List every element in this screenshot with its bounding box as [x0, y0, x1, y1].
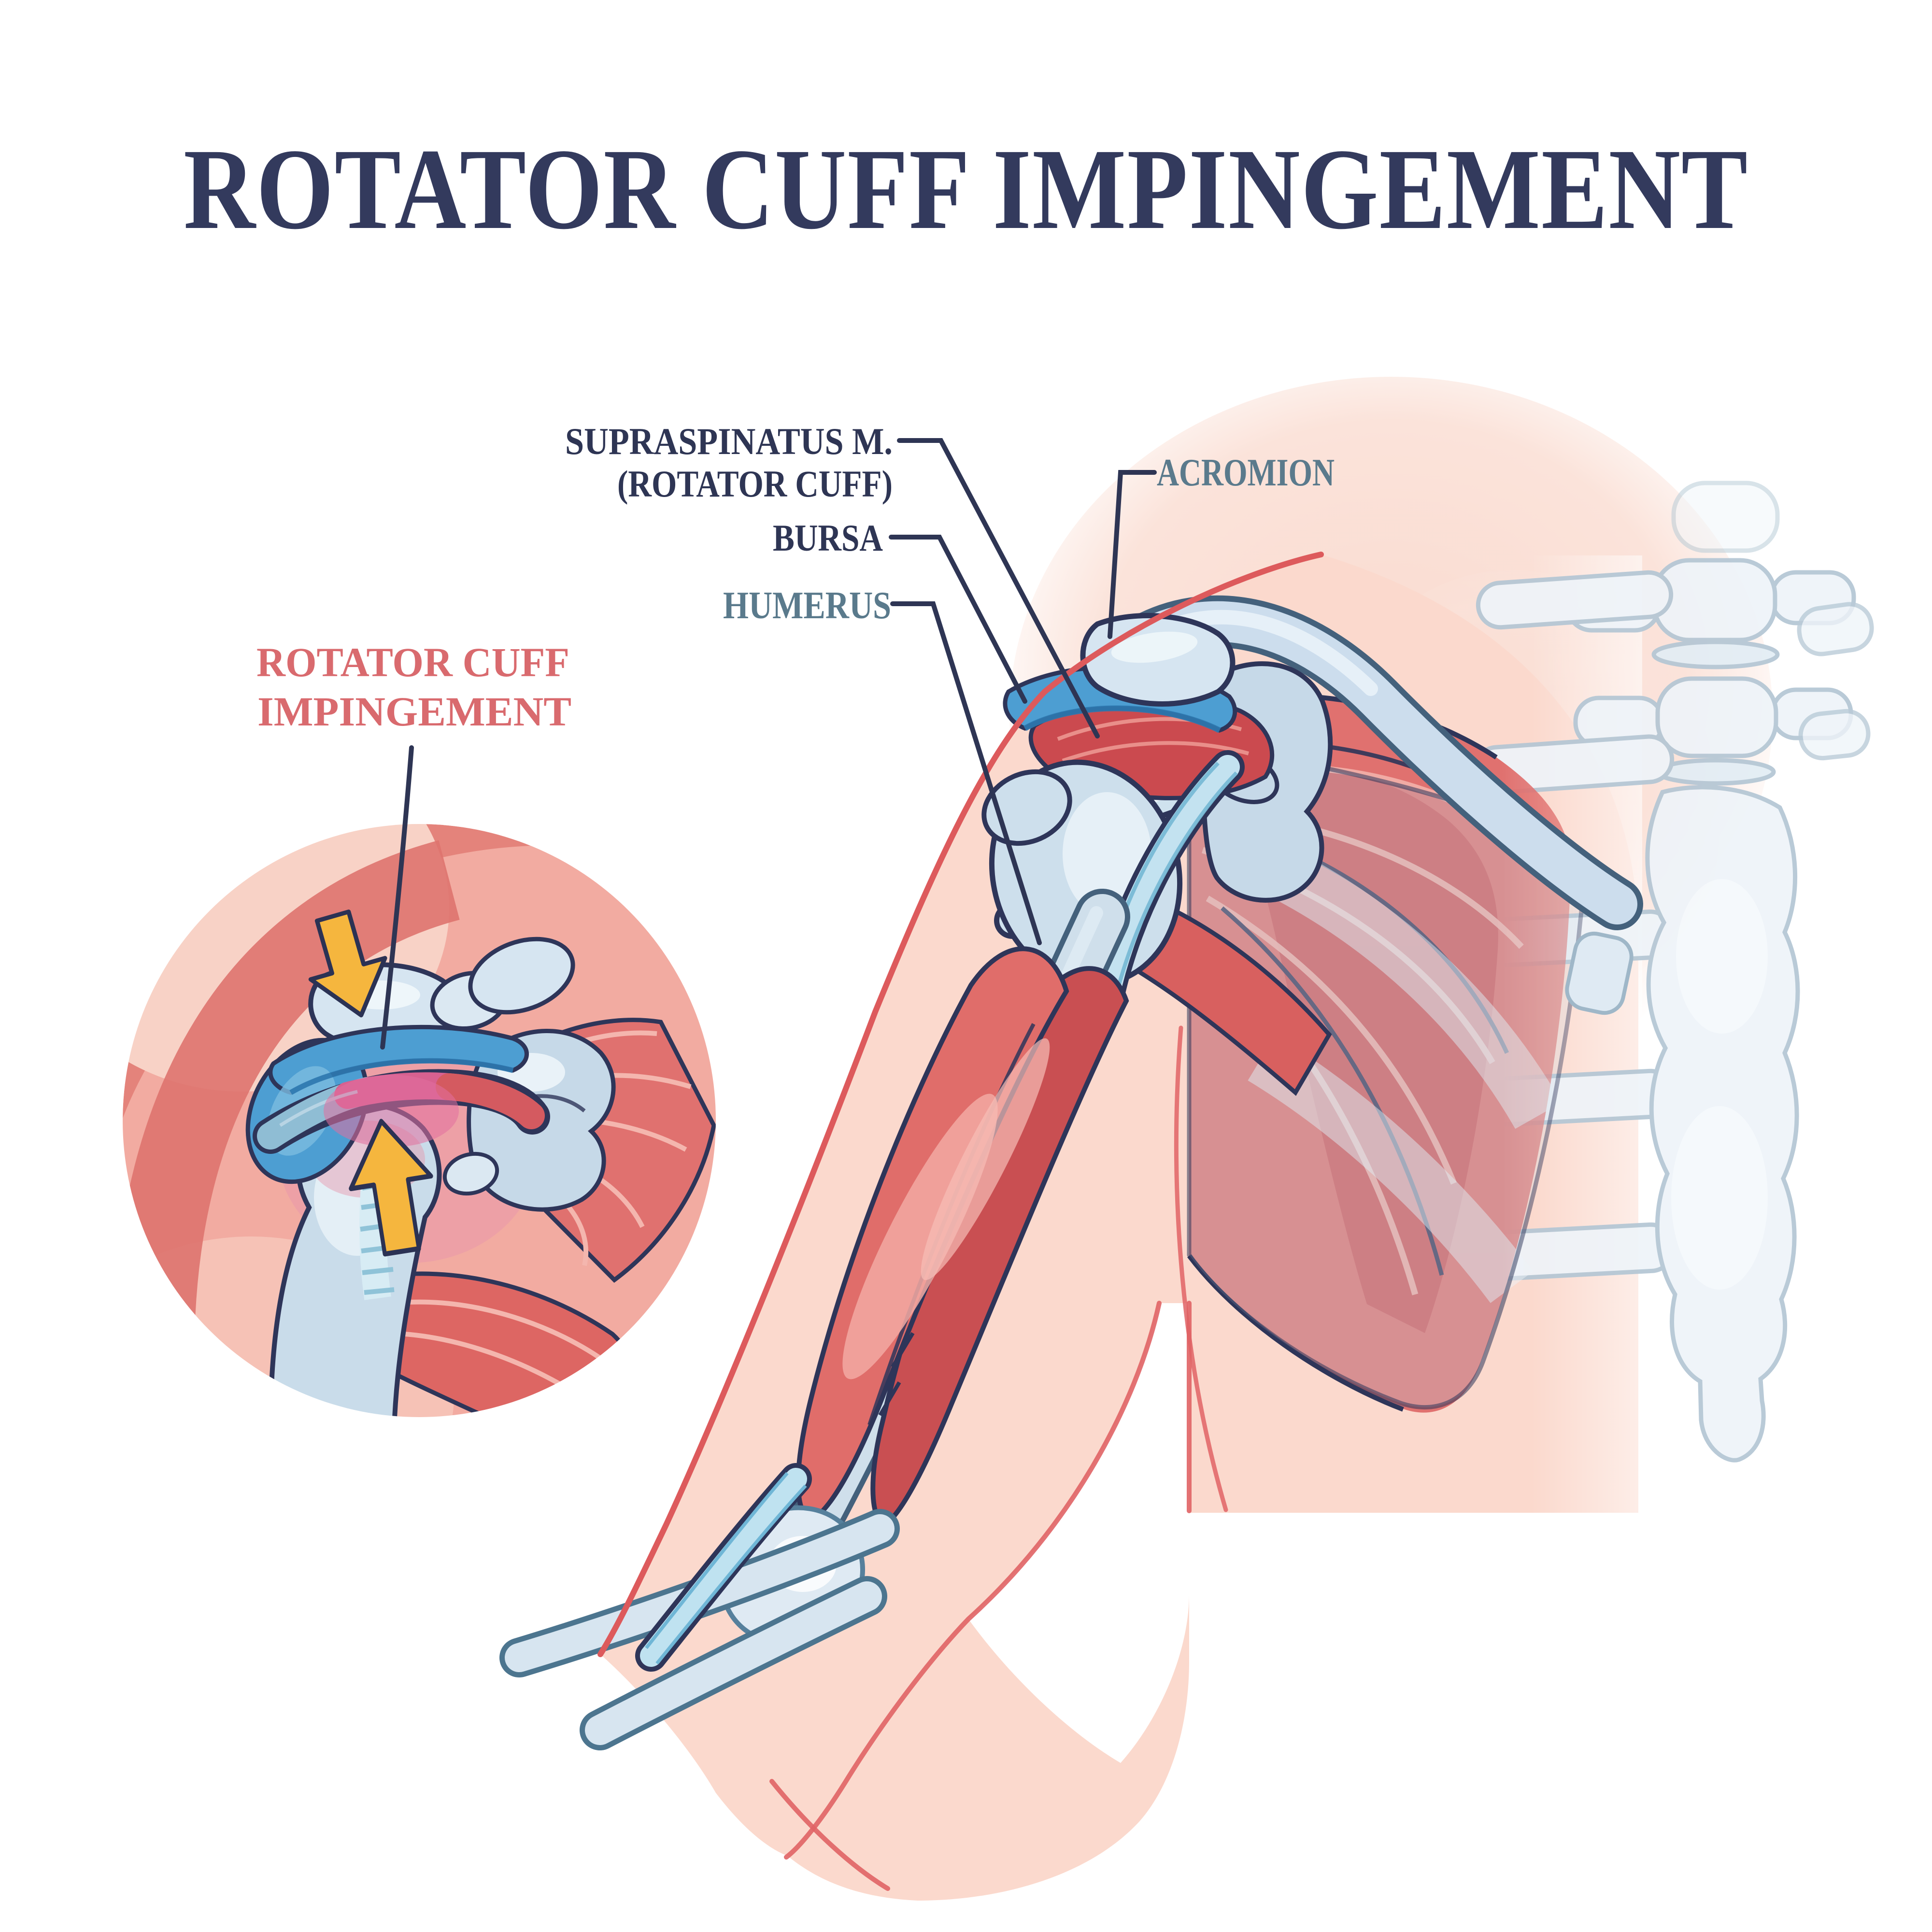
radius [585, 1581, 882, 1745]
label-bursa: BURSA [773, 517, 883, 559]
muscle-highlight [921, 1038, 1050, 1280]
leader-acromion [1108, 470, 1157, 639]
first-rib-block [1565, 931, 1634, 1015]
bone-highlight [1111, 631, 1198, 663]
bone-upper-right [468, 937, 575, 1015]
leader-lines [380, 438, 1157, 1050]
greater-tubercle [981, 769, 1072, 846]
disc [1651, 639, 1780, 669]
inner-arm-crease [784, 1301, 1162, 1860]
label-impingement-line2: IMPINGEMENT [257, 688, 571, 735]
label-acromion: ACROMION [1157, 452, 1335, 494]
leader-supraspinatus [897, 438, 1100, 739]
leader-impingement [380, 745, 414, 1050]
bone-highlight [1676, 879, 1768, 1034]
bursa-under-edge [1023, 705, 1221, 733]
muscle-streak [381, 1331, 581, 1398]
bone-highlight [1671, 1106, 1768, 1290]
muscle-streak [1062, 741, 1250, 763]
bone-fragment [442, 1151, 499, 1196]
label-supraspinatus-line1: SUPRASPINATUS M. [565, 420, 893, 462]
lat-crease [1174, 1025, 1228, 1512]
impinged-tendon [253, 1069, 550, 1154]
vertebra-hint [1671, 481, 1780, 553]
facet-bone [1797, 602, 1874, 656]
label-impingement-line1: ROTATOR CUFF [256, 639, 569, 685]
vertebra [1655, 676, 1778, 758]
label-humerus: HUMERUS [723, 584, 891, 627]
page-title: ROTATOR CUFF IMPINGEMENT [184, 125, 1748, 253]
facet-bone [1798, 709, 1871, 761]
elbow-crease [769, 1779, 890, 1891]
armpit-gap [968, 1303, 1189, 1763]
biceps-long-tendon [1090, 750, 1245, 1015]
inset-rose-band [123, 840, 460, 1335]
label-supraspinatus-line2: (ROTATOR CUFF) [617, 463, 893, 505]
spine-and-ribs [1430, 481, 1874, 1463]
shoulder-anatomy-figure [499, 377, 1874, 1901]
skin-outlines [597, 552, 1324, 1891]
outer-arm-outline [597, 689, 1048, 1657]
disc [1655, 758, 1776, 786]
shoulder-outline [1042, 552, 1324, 695]
muscle-streak [386, 1299, 600, 1360]
muscle-ticks [878, 1332, 915, 1417]
leader-humerus [890, 601, 1042, 945]
rib [1476, 570, 1674, 630]
distal-biceps-tendon [635, 1463, 812, 1672]
arm [499, 889, 1130, 1750]
leader-bursa [889, 535, 1027, 704]
